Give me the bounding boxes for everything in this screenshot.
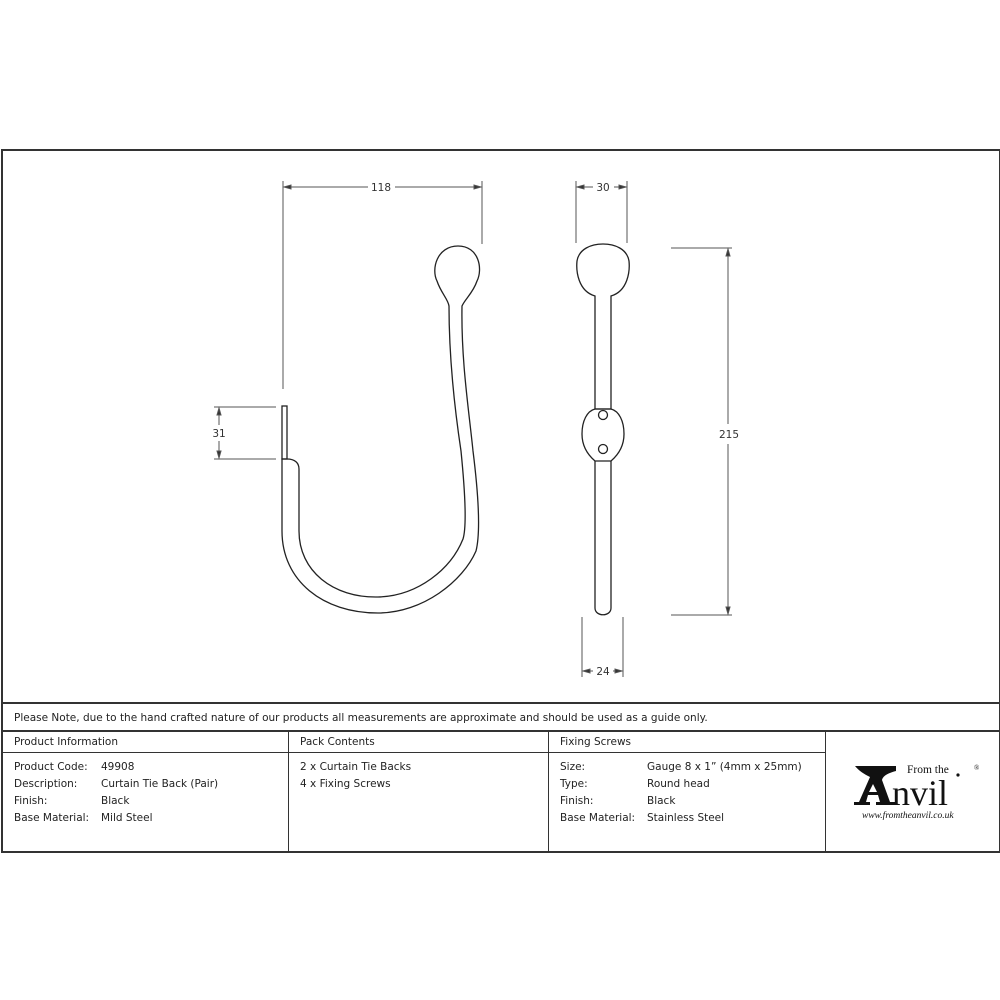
spec-row: Size: Gauge 8 x 1” (4mm x 25mm) — [560, 759, 825, 776]
spec-label: Product Code: — [14, 761, 88, 773]
pack-contents-heading: Pack Contents — [289, 732, 548, 753]
fixing-screws-heading: Fixing Screws — [549, 732, 825, 753]
spec-row: Finish: Black — [14, 793, 288, 810]
spec-value: Black — [101, 795, 130, 807]
spec-value: Curtain Tie Back (Pair) — [101, 778, 219, 790]
spec-label: Base Material: — [14, 812, 90, 824]
pack-contents-column: Pack Contents 2 x Curtain Tie Backs 4 x … — [288, 732, 548, 853]
spec-value: Stainless Steel — [647, 812, 725, 824]
spec-label: Type: — [560, 778, 588, 790]
dimension-plate-width-24: 24 — [596, 666, 610, 678]
logo-url: www.fromtheanvil.co.uk — [862, 810, 954, 821]
spec-value: Mild Steel — [101, 812, 153, 824]
technical-drawing-sheet: 118 31 30 215 24 Please Note, due to the… — [1, 149, 1000, 853]
brand-logo: From the nvil ® www.fromtheanvil.co.uk — [825, 732, 999, 853]
spec-row: Description: Curtain Tie Back (Pair) — [14, 776, 288, 793]
dimension-plate-height-31: 31 — [212, 428, 225, 440]
spec-row: Base Material: Stainless Steel — [560, 810, 825, 827]
product-drawing: 118 31 30 215 24 — [212, 181, 739, 678]
spec-row: Base Material: Mild Steel — [14, 810, 288, 827]
pack-item: 4 x Fixing Screws — [300, 778, 391, 790]
spec-label: Size: — [560, 761, 586, 773]
anvil-logo: From the nvil ® www.fromtheanvil.co.uk — [854, 764, 980, 821]
spec-row: Finish: Black — [560, 793, 825, 810]
dimension-total-height-215: 215 — [719, 429, 739, 441]
logo-from-the: From the — [907, 764, 949, 776]
spec-value: Round head — [647, 778, 710, 790]
spec-value: Black — [647, 795, 676, 807]
logo-brand: nvil — [892, 773, 948, 813]
dimension-width-118: 118 — [371, 182, 391, 194]
measurement-note: Please Note, due to the hand crafted nat… — [3, 702, 999, 730]
logo-registered: ® — [974, 764, 980, 772]
product-information-heading: Product Information — [3, 732, 288, 753]
spec-label: Finish: — [14, 795, 48, 807]
product-information-column: Product Information Product Code: 49908 D… — [3, 732, 288, 853]
anvil-icon — [854, 766, 896, 805]
spec-label: Description: — [14, 778, 78, 790]
spec-label: Finish: — [560, 795, 594, 807]
spec-value: 49908 — [101, 761, 135, 773]
spec-label: Base Material: — [560, 812, 636, 824]
pack-item: 2 x Curtain Tie Backs — [300, 761, 412, 773]
spec-row: Type: Round head — [560, 776, 825, 793]
side-view-hook — [281, 245, 481, 614]
spec-row: Product Code: 49908 — [14, 759, 288, 776]
dimension-head-width-30: 30 — [596, 182, 609, 194]
fixing-screws-column: Fixing Screws Size: Gauge 8 x 1” (4mm x 2… — [548, 732, 825, 853]
spec-value: Gauge 8 x 1” (4mm x 25mm) — [647, 761, 802, 773]
front-view-tieback — [576, 243, 630, 616]
spec-table: Product Information Product Code: 49908 D… — [3, 730, 999, 853]
